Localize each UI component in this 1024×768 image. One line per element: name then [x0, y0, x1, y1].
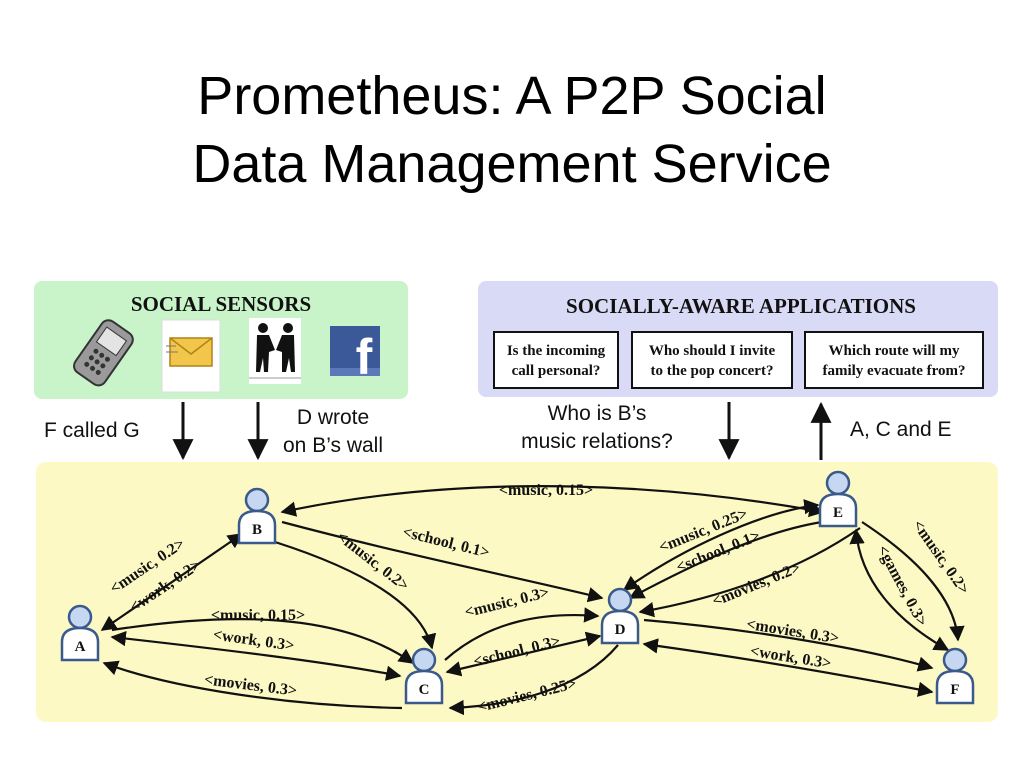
app-box-evacuation-route: Which route will my family evacuate from… — [804, 331, 984, 389]
flow-label-d-wrote-2: on B’s wall — [283, 434, 383, 457]
node-f: F — [935, 647, 975, 705]
slide-title-line-1: Prometheus: A P2P Social — [197, 66, 827, 126]
edge-e-d-movies — [638, 527, 861, 618]
app-box-3-line-1: Which route will my — [829, 343, 960, 359]
app-box-2-line-2: to the pop concert? — [651, 363, 774, 379]
edge-c-a-movies — [102, 660, 403, 710]
app-box-3-line-2: family evacuate from? — [822, 363, 965, 379]
node-d: D — [600, 587, 640, 645]
edge-d-c-movies — [448, 644, 619, 716]
slide-title-line-2: Data Management Service — [192, 134, 832, 194]
flow-label-ace: A, C and E — [850, 418, 952, 441]
node-a: A — [60, 604, 100, 662]
facebook-letter: f — [356, 329, 373, 385]
flow-label-who-is-2: music relations? — [521, 430, 673, 453]
flow-label-who-is-1: Who is B’s — [548, 402, 647, 425]
edge-label-b-e-music: <music, 0.15> — [499, 482, 593, 499]
edge-b-c — [274, 540, 437, 650]
facebook-icon: f — [330, 326, 380, 385]
node-a-label: A — [75, 639, 86, 655]
edge-e-d-school — [628, 520, 823, 599]
slide-title: Prometheus: A P2P Social Data Management… — [0, 62, 1024, 198]
node-e: E — [818, 470, 858, 528]
app-box-invite-concert: Who should I invite to the pop concert? — [631, 331, 793, 389]
sensors-title: SOCIAL SENSORS — [131, 292, 311, 316]
node-c: C — [404, 647, 444, 705]
node-b-label: B — [252, 522, 262, 538]
edge-d-f-work — [642, 638, 934, 697]
edge-b-d — [281, 520, 604, 603]
envelope-icon — [161, 319, 221, 393]
app-box-2-line-1: Who should I invite — [649, 343, 776, 359]
edge-d-e-music — [622, 499, 820, 591]
app-box-1-line-1: Is the incoming — [507, 343, 606, 359]
node-c-label: C — [419, 682, 430, 698]
phone-icon — [73, 319, 134, 387]
edge-c-d-school — [445, 631, 602, 677]
app-box-1-line-2: call personal? — [512, 363, 601, 379]
app-box-call-personal: Is the incoming call personal? — [493, 331, 619, 389]
node-e-label: E — [833, 505, 843, 521]
flow-label-f-called-g: F called G — [44, 419, 140, 442]
handshake-icon — [249, 318, 301, 384]
sensors-panel — [34, 281, 408, 399]
node-d-label: D — [615, 622, 626, 638]
applications-title: SOCIALLY-AWARE APPLICATIONS — [566, 294, 916, 318]
node-b: B — [237, 487, 277, 545]
edge-a-c-work — [110, 630, 402, 681]
edge-label-a-c-music: <music, 0.15> — [211, 607, 305, 624]
flow-label-d-wrote-1: D wrote — [297, 406, 369, 429]
edge-a-b — [100, 533, 244, 631]
node-f-label: F — [950, 682, 959, 698]
